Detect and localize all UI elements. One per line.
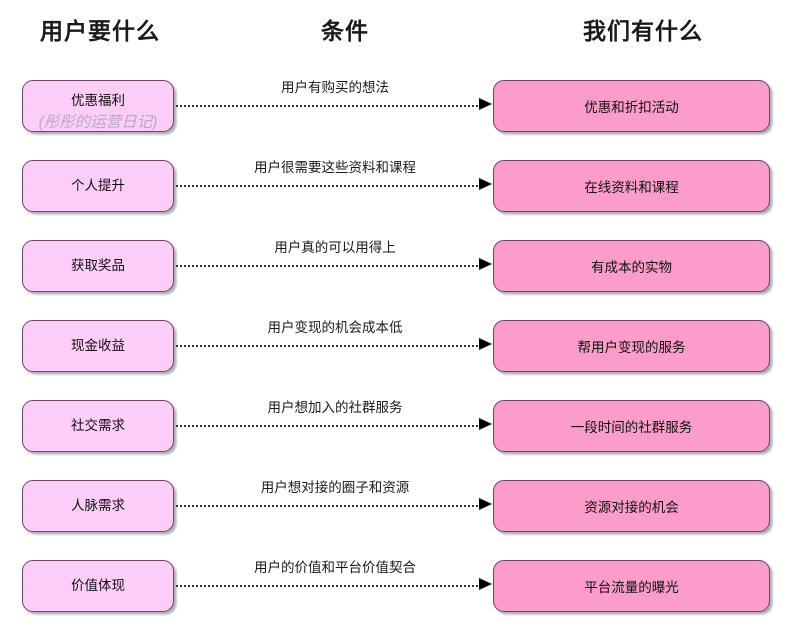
diagram-row-7: 价值体现 用户的价值和平台价值契合 平台流量的曝光 — [0, 552, 786, 626]
offer-box-6[interactable]: 资源对接的机会 — [493, 480, 770, 532]
watermark-label: (彤彤的运营日记) — [38, 114, 158, 131]
connector: 用户真的可以用得上 — [176, 240, 494, 292]
condition-label: 用户真的可以用得上 — [274, 240, 396, 255]
diagram-row-6: 人脉需求 用户想对接的圈子和资源 资源对接的机会 — [0, 472, 786, 546]
need-box-4[interactable]: 现金收益 — [22, 320, 174, 372]
diagram-row-2: 个人提升 用户很需要这些资料和课程 在线资料和课程 — [0, 152, 786, 226]
condition-label: 用户的价值和平台价值契合 — [254, 560, 416, 575]
need-box-1[interactable]: 优惠福利 (彤彤的运营日记) — [22, 80, 174, 132]
offer-label: 帮用户变现的服务 — [577, 340, 686, 355]
offer-label: 资源对接的机会 — [584, 500, 679, 515]
condition-label: 用户有购买的想法 — [281, 80, 389, 95]
heading-our-offers: 我们有什么 — [583, 18, 703, 44]
arrow-head-icon — [479, 338, 492, 350]
dotted-line — [176, 505, 482, 507]
connector: 用户很需要这些资料和课程 — [176, 160, 494, 212]
arrow-head-icon — [479, 578, 492, 590]
offer-label: 一段时间的社群服务 — [570, 420, 693, 435]
offer-box-7[interactable]: 平台流量的曝光 — [493, 560, 770, 612]
offer-box-2[interactable]: 在线资料和课程 — [493, 160, 770, 212]
dotted-line — [176, 185, 482, 187]
arrow-head-icon — [479, 98, 492, 110]
column-headings: 用户要什么 条件 我们有什么 — [0, 0, 786, 62]
offer-label: 有成本的实物 — [591, 260, 672, 275]
heading-user-needs: 用户要什么 — [40, 18, 160, 44]
need-label: 优惠福利 — [71, 93, 125, 109]
connector: 用户有购买的想法 — [176, 80, 494, 132]
connector: 用户变现的机会成本低 — [176, 320, 494, 372]
arrow-head-icon — [479, 418, 492, 430]
arrow-head-icon — [479, 258, 492, 270]
need-label: 现金收益 — [71, 338, 125, 354]
dotted-line — [176, 265, 482, 267]
arrow-head-icon — [479, 498, 492, 510]
need-box-2[interactable]: 个人提升 — [22, 160, 174, 212]
condition-label: 用户变现的机会成本低 — [267, 320, 403, 335]
offer-box-5[interactable]: 一段时间的社群服务 — [493, 400, 770, 452]
connector: 用户想加入的社群服务 — [176, 400, 494, 452]
offer-label: 优惠和折扣活动 — [584, 100, 679, 115]
need-box-5[interactable]: 社交需求 — [22, 400, 174, 452]
connector: 用户想对接的圈子和资源 — [176, 480, 494, 532]
offer-label: 平台流量的曝光 — [584, 580, 679, 595]
heading-conditions: 条件 — [321, 18, 369, 44]
need-label: 获取奖品 — [71, 258, 125, 274]
condition-label: 用户很需要这些资料和课程 — [254, 160, 416, 175]
dotted-line — [176, 345, 482, 347]
diagram-row-4: 现金收益 用户变现的机会成本低 帮用户变现的服务 — [0, 312, 786, 386]
need-box-3[interactable]: 获取奖品 — [22, 240, 174, 292]
condition-label: 用户想对接的圈子和资源 — [260, 480, 410, 495]
connector: 用户的价值和平台价值契合 — [176, 560, 494, 612]
offer-box-3[interactable]: 有成本的实物 — [493, 240, 770, 292]
need-label: 人脉需求 — [71, 498, 125, 514]
diagram-row-1: 优惠福利 (彤彤的运营日记) 用户有购买的想法 优惠和折扣活动 — [0, 72, 786, 146]
offer-label: 在线资料和课程 — [584, 180, 679, 195]
offer-box-1[interactable]: 优惠和折扣活动 — [493, 80, 770, 132]
dotted-line — [176, 105, 482, 107]
dotted-line — [176, 585, 482, 587]
condition-label: 用户想加入的社群服务 — [267, 400, 403, 415]
diagram-row-3: 获取奖品 用户真的可以用得上 有成本的实物 — [0, 232, 786, 306]
offer-box-4[interactable]: 帮用户变现的服务 — [493, 320, 770, 372]
dotted-line — [176, 425, 482, 427]
need-box-6[interactable]: 人脉需求 — [22, 480, 174, 532]
need-box-7[interactable]: 价值体现 — [22, 560, 174, 612]
need-label: 价值体现 — [71, 578, 125, 594]
arrow-head-icon — [479, 178, 492, 190]
need-label: 个人提升 — [71, 178, 125, 194]
diagram-row-5: 社交需求 用户想加入的社群服务 一段时间的社群服务 — [0, 392, 786, 466]
need-label: 社交需求 — [71, 418, 125, 434]
